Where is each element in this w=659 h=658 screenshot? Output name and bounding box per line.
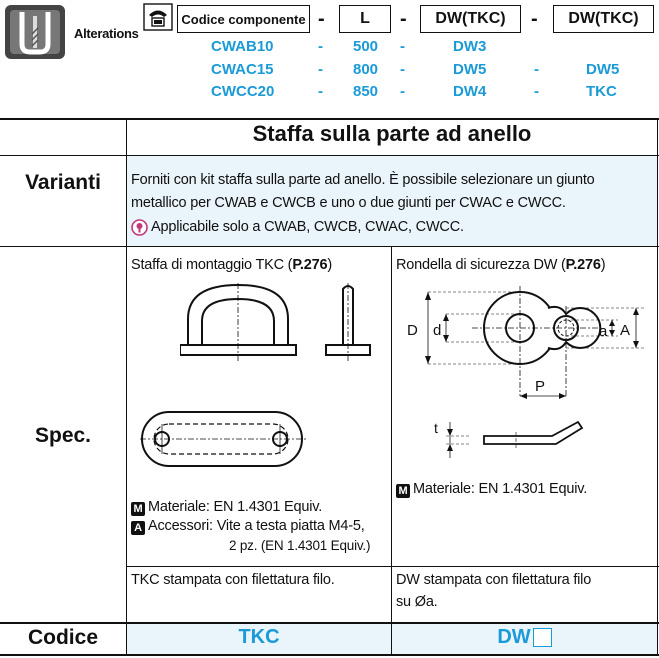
codice-label: Codice [27,626,98,649]
dw-stamp-note-line2: su Øa. [396,594,438,610]
example-dw2: DW5 [586,61,620,78]
header-box-part-code: Codice componente [177,5,310,33]
table-top-border [0,118,659,120]
table-title: Staffa sulla parte ad anello [252,121,532,146]
dw-stamp-note-line1: DW stampata con filettatura filo [396,572,592,588]
dw-material-text: Materiale: EN 1.4301 Equiv. [413,481,588,497]
codice-cell [127,624,658,654]
dim-P-label: P [535,378,546,395]
example-dw1: DW5 [453,61,487,78]
material-badge-icon: M [131,502,145,516]
accessory-badge-icon: A [131,521,145,535]
dim-a-label: a [599,323,608,340]
example-separator: - [534,61,539,78]
dw-title-suffix: ) [600,257,606,273]
varianti-label: Varianti [25,171,101,194]
tkc-front-drawing [324,283,374,368]
table-bottom-border [0,654,659,656]
tkc-page-ref: P.276 [292,257,328,273]
header-box-l: L [339,5,391,33]
tkc-title: Staffa di montaggio TKC (P.276) [131,254,332,276]
header-separator: - [318,8,325,30]
example-separator: - [400,83,405,100]
tkc-top-drawing [140,408,306,477]
example-part: CWCC20 [211,83,275,100]
example-part: CWAC15 [211,61,274,78]
column-divider [391,247,392,656]
tkc-accessory-text: Accessori: Vite a testa piatta M4-5, [148,518,365,534]
varianti-cell [127,156,658,246]
row-divider [0,246,659,247]
tkc-stamp-note: TKC stampata con filettatura filo. [131,572,335,588]
tkc-material-text: Materiale: EN 1.4301 Equiv. [148,499,323,515]
dw-title: Rondella di sicurezza DW (P.276) [396,254,606,276]
dw-page-ref: P.276 [565,257,601,273]
tkc-title-text: Staffa di montaggio TKC ( [131,257,293,273]
example-separator: - [400,61,405,78]
code-dw: DW [392,626,657,649]
spec-label: Spec. [34,424,92,447]
row-divider [127,566,659,567]
column-divider [126,119,127,656]
example-separator: - [534,83,539,100]
varianti-note: Applicabile solo a CWAB, CWCB, CWAC, CWC… [131,216,464,238]
info-icon [131,218,148,236]
header-separator: - [531,8,538,30]
alterations-label: Alterations [74,26,139,41]
dim-t-label: t [434,420,438,436]
code-dw-text: DW [497,626,531,648]
header-separator: - [400,8,407,30]
table-right-border [657,119,658,656]
tkc-accessory-line2: 2 pz. (EN 1.4301 Equiv.) [229,538,371,553]
product-icon [4,4,66,60]
header-box-dw-2: DW(TKC) [553,5,654,33]
header-box-dw-1: DW(TKC) [420,5,521,33]
example-separator: - [400,38,405,55]
varianti-text-line1: Forniti con kit staffa sulla parte ad an… [131,172,595,188]
code-tkc: TKC [238,626,280,648]
example-dw2: TKC [586,83,617,100]
row-divider [0,155,659,156]
varianti-text-line2: metallico per CWAB e CWCB e uno o due gi… [131,195,566,211]
dim-D-label: D [407,322,418,339]
example-separator: - [318,61,323,78]
varianti-note-text: Applicabile solo a CWAB, CWCB, CWAC, CWC… [151,219,464,235]
code-blank-box [532,628,552,647]
row-divider [0,622,659,624]
example-separator: - [318,38,323,55]
dw-title-text: Rondella di sicurezza DW ( [396,257,566,273]
dim-d-label: d [433,322,442,339]
example-l: 850 [353,83,379,100]
tkc-title-suffix: ) [327,257,332,273]
example-dw1: DW3 [453,38,487,55]
tkc-side-drawing [179,283,300,368]
example-l: 500 [353,38,379,55]
dw-side-drawing [440,414,590,465]
example-dw1: DW4 [453,83,487,100]
example-part: CWAB10 [211,38,274,55]
dim-A-label: A [620,322,631,339]
dw-top-drawing [398,286,656,417]
example-l: 800 [353,61,379,78]
material-badge-icon: M [396,484,410,498]
example-separator: - [318,83,323,100]
phone-icon [143,3,173,31]
